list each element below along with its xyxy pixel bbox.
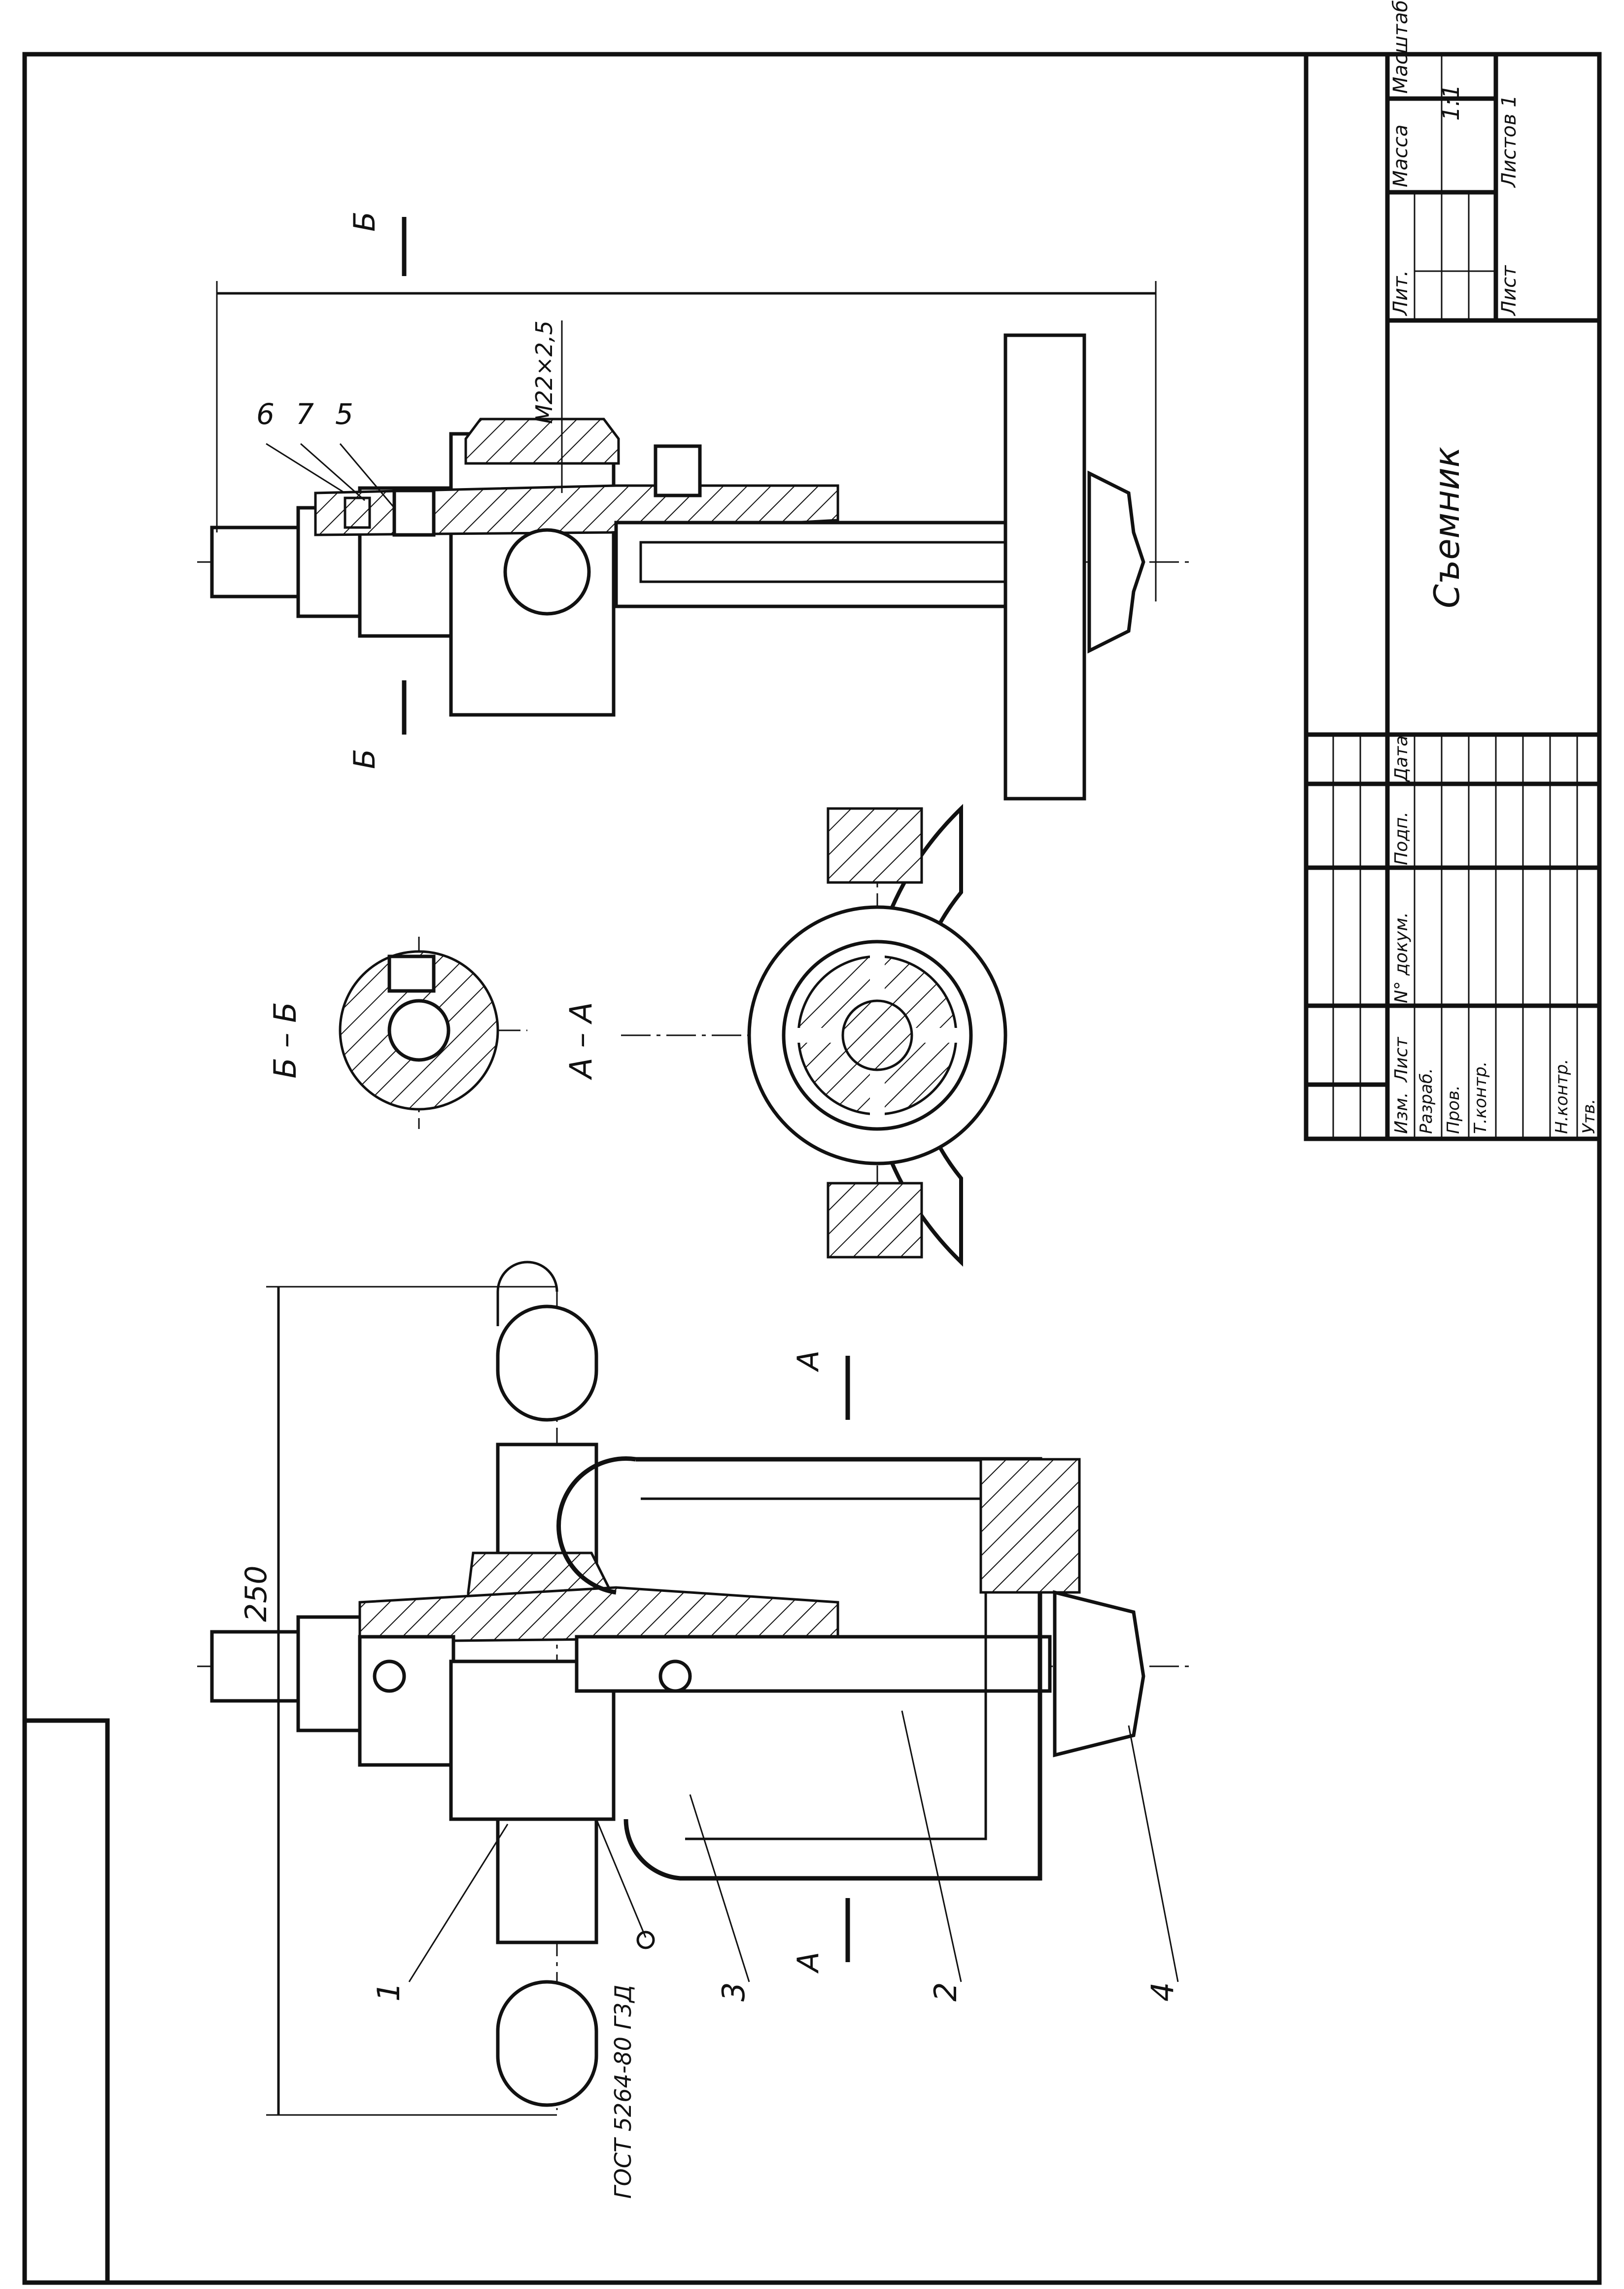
callout-1: 1 [371, 1982, 407, 2002]
corner-box [22, 1718, 110, 2285]
row-develop: Разраб. [1417, 1068, 1436, 1134]
sheet-label: Лист [1498, 265, 1520, 317]
row-approve: Утв. [1579, 1099, 1599, 1134]
header-sign: Подп. [1391, 811, 1412, 865]
thread-dimension: М22×2,5 [531, 320, 557, 424]
row-ncontrol: Н.контр. [1552, 1059, 1572, 1134]
drawing-title: Съемник [1427, 447, 1467, 608]
section-b-b: Б – Б [267, 937, 527, 1129]
title-block: Съемник Лит. Масса Масштаб 1:1 Лист Лист… [1304, 0, 1602, 1141]
section-bb-label: Б – Б [267, 1002, 303, 1078]
section-a-a: А – А [563, 804, 1007, 1267]
cut-label-a-bottom: А [791, 1952, 826, 1974]
callout-5: 5 [335, 397, 353, 431]
row-tcontrol: Т.контр. [1471, 1061, 1490, 1134]
scale-value: 1:1 [1438, 84, 1464, 121]
cut-label-b-bottom: Б [347, 749, 382, 769]
row-check: Пров. [1444, 1085, 1463, 1134]
callout-2: 2 [928, 1982, 964, 2002]
callout-3: 3 [716, 1982, 752, 2002]
callout-7: 7 [296, 397, 314, 431]
section-aa-label: А – А [563, 1002, 599, 1080]
cut-label-b-top: Б [347, 211, 382, 232]
callout-6: 6 [256, 397, 275, 431]
sheets-label: Листов 1 [1498, 95, 1520, 188]
header-doc: N° докум. [1391, 912, 1412, 1003]
header-list: Лист [1391, 1037, 1412, 1083]
dimension-250: 250 [239, 1565, 274, 1622]
drawing-frame [22, 52, 1602, 2285]
weld-note: ГОСТ 5264-80 Г3Д [610, 1985, 636, 2199]
scale-label: Масштаб [1389, 0, 1412, 94]
header-izm: Изм. [1391, 1092, 1412, 1134]
cut-label-a-top: А [791, 1350, 826, 1373]
mass-label: Масса [1389, 124, 1412, 187]
side-view-upper: Б Б М22×2,5 6 7 5 [197, 211, 1193, 801]
header-date: Дата [1391, 736, 1412, 782]
callout-4: 4 [1144, 1982, 1180, 2002]
main-assembly-view: А А 250 1 3 2 4 ГОСТ 5264-80 Г3Д [197, 1261, 1193, 2199]
lit-label: Лит. [1389, 270, 1412, 317]
